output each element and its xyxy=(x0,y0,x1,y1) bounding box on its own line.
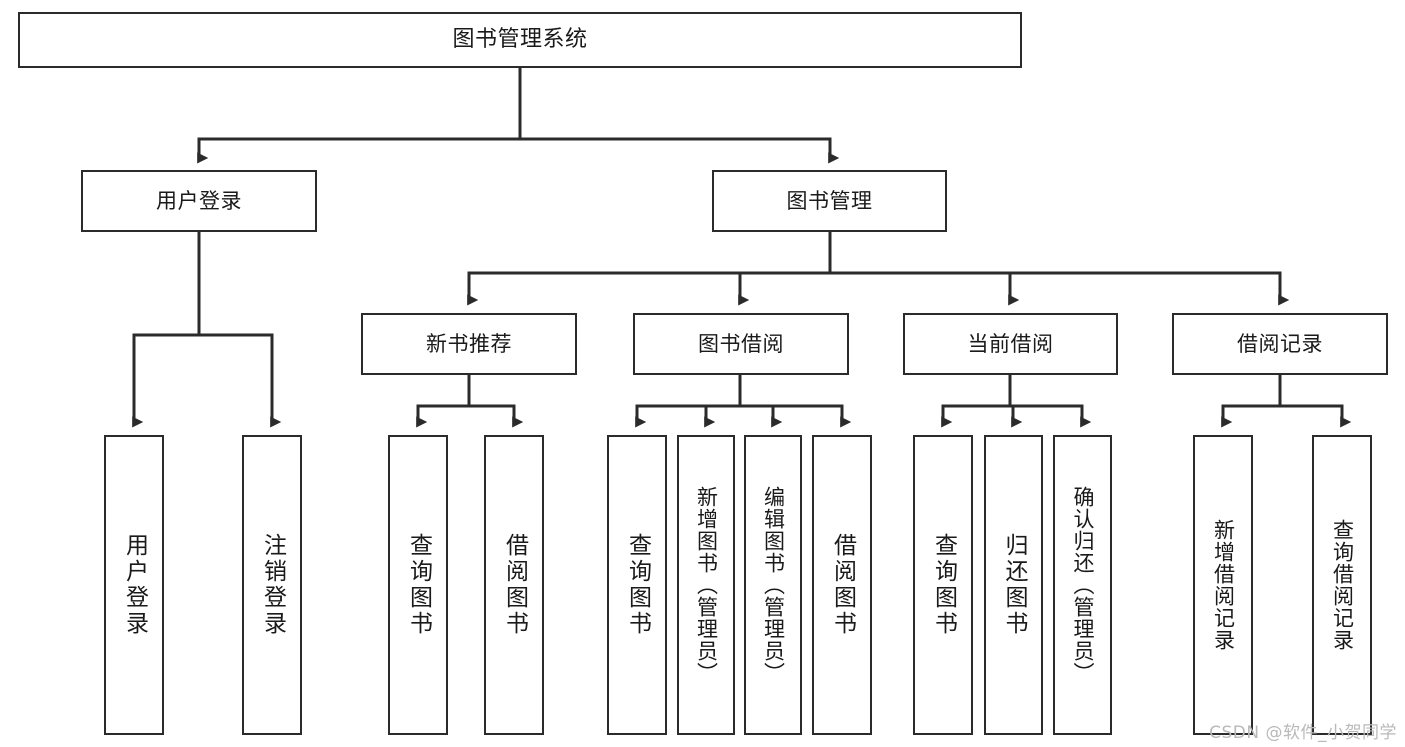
node-label: 确认归还（管理员） xyxy=(1071,486,1095,684)
leaf-edit-book[interactable]: 编辑图书（管理员） xyxy=(744,435,802,735)
node-label: 查询图书 xyxy=(930,533,957,637)
node-label: 查询图书 xyxy=(405,533,432,637)
node-label: 借阅图书 xyxy=(501,533,528,637)
node-label: 借阅记录 xyxy=(1237,331,1323,356)
node-book-borrow[interactable]: 图书借阅 xyxy=(633,313,849,375)
node-label: 用户登录 xyxy=(156,188,242,213)
node-current-borrow[interactable]: 当前借阅 xyxy=(903,313,1118,375)
node-label: 当前借阅 xyxy=(967,331,1054,356)
leaf-add-record[interactable]: 新增借阅记录 xyxy=(1193,435,1253,735)
node-label: 归还图书 xyxy=(1001,533,1027,637)
leaf-query-book-1[interactable]: 查询图书 xyxy=(388,435,448,735)
node-label: 用户登录 xyxy=(121,533,148,637)
leaf-query-record[interactable]: 查询借阅记录 xyxy=(1312,435,1372,735)
node-label: 新增借阅记录 xyxy=(1211,519,1236,651)
node-book-manage[interactable]: 图书管理 xyxy=(712,170,947,232)
node-label: 图书借阅 xyxy=(698,331,784,356)
leaf-borrow-book-1[interactable]: 借阅图书 xyxy=(484,435,544,735)
leaf-borrow-book-2[interactable]: 借阅图书 xyxy=(812,435,872,735)
node-user-login[interactable]: 用户登录 xyxy=(81,170,317,232)
leaf-query-book-2[interactable]: 查询图书 xyxy=(607,435,667,735)
leaf-user-logout[interactable]: 注销登录 xyxy=(242,435,302,735)
leaf-return-book[interactable]: 归还图书 xyxy=(984,435,1043,735)
node-label: 图书管理系统 xyxy=(452,27,588,53)
leaf-query-book-3[interactable]: 查询图书 xyxy=(913,435,973,735)
node-label: 图书管理 xyxy=(786,188,873,213)
node-label: 新增图书（管理员） xyxy=(694,486,719,684)
csdn-watermark: CSDN @软件_小贺同学 xyxy=(1209,723,1397,743)
node-label: 编辑图书（管理员） xyxy=(761,486,786,684)
node-borrow-record[interactable]: 借阅记录 xyxy=(1172,313,1388,375)
node-label: 借阅图书 xyxy=(829,533,856,637)
node-label: 注销登录 xyxy=(259,533,286,637)
node-label: 查询图书 xyxy=(624,533,651,637)
node-label: 查询借阅记录 xyxy=(1330,519,1355,651)
leaf-user-login[interactable]: 用户登录 xyxy=(104,435,164,735)
node-root-system[interactable]: 图书管理系统 xyxy=(18,12,1022,68)
leaf-confirm-return[interactable]: 确认归还（管理员） xyxy=(1053,435,1112,735)
leaf-add-book[interactable]: 新增图书（管理员） xyxy=(677,435,735,735)
node-label: 新书推荐 xyxy=(426,331,512,356)
node-new-book-recommend[interactable]: 新书推荐 xyxy=(361,313,577,375)
